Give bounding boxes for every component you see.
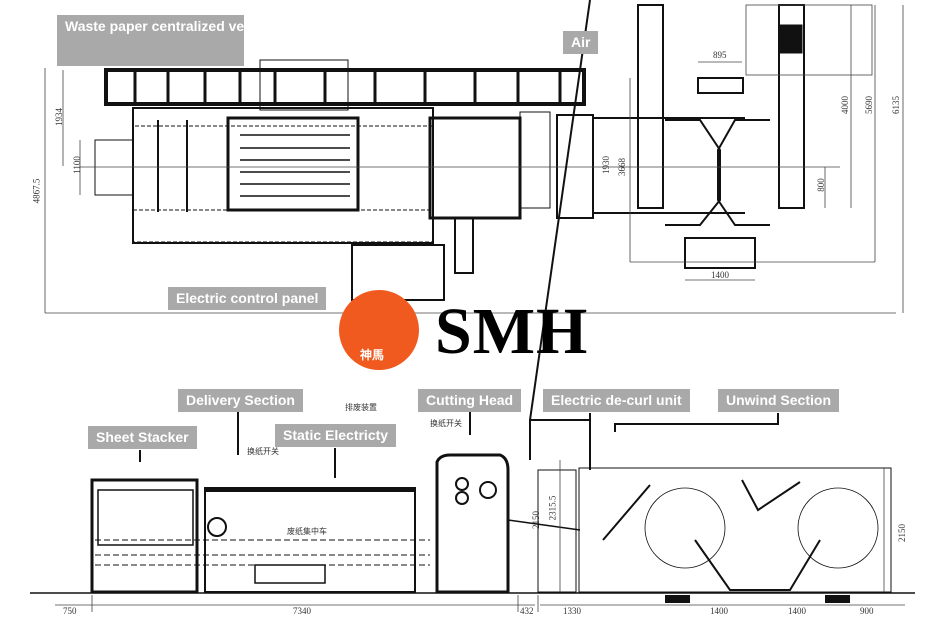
dim-900: 900 xyxy=(860,606,874,616)
dim-7340: 7340 xyxy=(293,606,311,616)
note-paper-switch: 换纸开关 xyxy=(247,447,279,456)
label-unwind-section: Unwind Section xyxy=(718,389,839,412)
label-electric-decurl-unit: Electric de-curl unit xyxy=(543,389,690,412)
label-electric-control-panel: Electric control panel xyxy=(168,287,327,310)
label-sheet-stacker: Sheet Stacker xyxy=(88,426,197,449)
label-waste-paper-channel: Waste paper centralized vehicle channel xyxy=(57,15,333,66)
dim-5690: 5690 xyxy=(864,96,874,114)
plan-view xyxy=(44,4,904,314)
dim-1400-left: 1400 xyxy=(710,606,728,616)
dim-4867-5: 4867.5 xyxy=(31,178,42,204)
note-waste-device: 排废装置 xyxy=(345,403,377,412)
label-text: Waste paper centralized vehicle channel xyxy=(65,18,333,34)
brand-name: SMH xyxy=(435,295,589,368)
dim-2150-cut: 2150 xyxy=(531,511,541,529)
note-paper-switch-2: 换纸开关 xyxy=(430,419,462,428)
elevation-view xyxy=(30,0,915,612)
dim-750: 750 xyxy=(63,606,77,616)
label-air: Air xyxy=(563,31,599,54)
dim-2150: 2150 xyxy=(897,524,907,542)
dim-1934: 1934 xyxy=(54,108,64,126)
dim-1930: 1930 xyxy=(601,156,611,174)
dim-2315-5: 2315.5 xyxy=(547,495,558,521)
dim-3668: 3668 xyxy=(617,158,627,176)
dim-800: 800 xyxy=(815,178,826,192)
logo-chinese-text: 神馬 xyxy=(360,348,385,362)
dim-1330: 1330 xyxy=(563,606,581,616)
label-delivery-section: Delivery Section xyxy=(178,389,303,412)
dim-1100: 1100 xyxy=(71,156,82,174)
label-static-electricity: Static Electricty xyxy=(275,424,397,447)
dim-432: 432 xyxy=(520,606,534,616)
dim-895: 895 xyxy=(713,50,727,60)
dim-1400: 1400 xyxy=(711,270,729,280)
label-cutting-head: Cutting Head xyxy=(418,389,522,412)
smh-logo xyxy=(339,290,419,370)
dim-6135: 6135 xyxy=(891,96,901,114)
note-waste-cart: 废纸集中车 xyxy=(287,527,327,536)
dim-4000: 4000 xyxy=(840,96,850,114)
dim-1400-right: 1400 xyxy=(788,606,806,616)
